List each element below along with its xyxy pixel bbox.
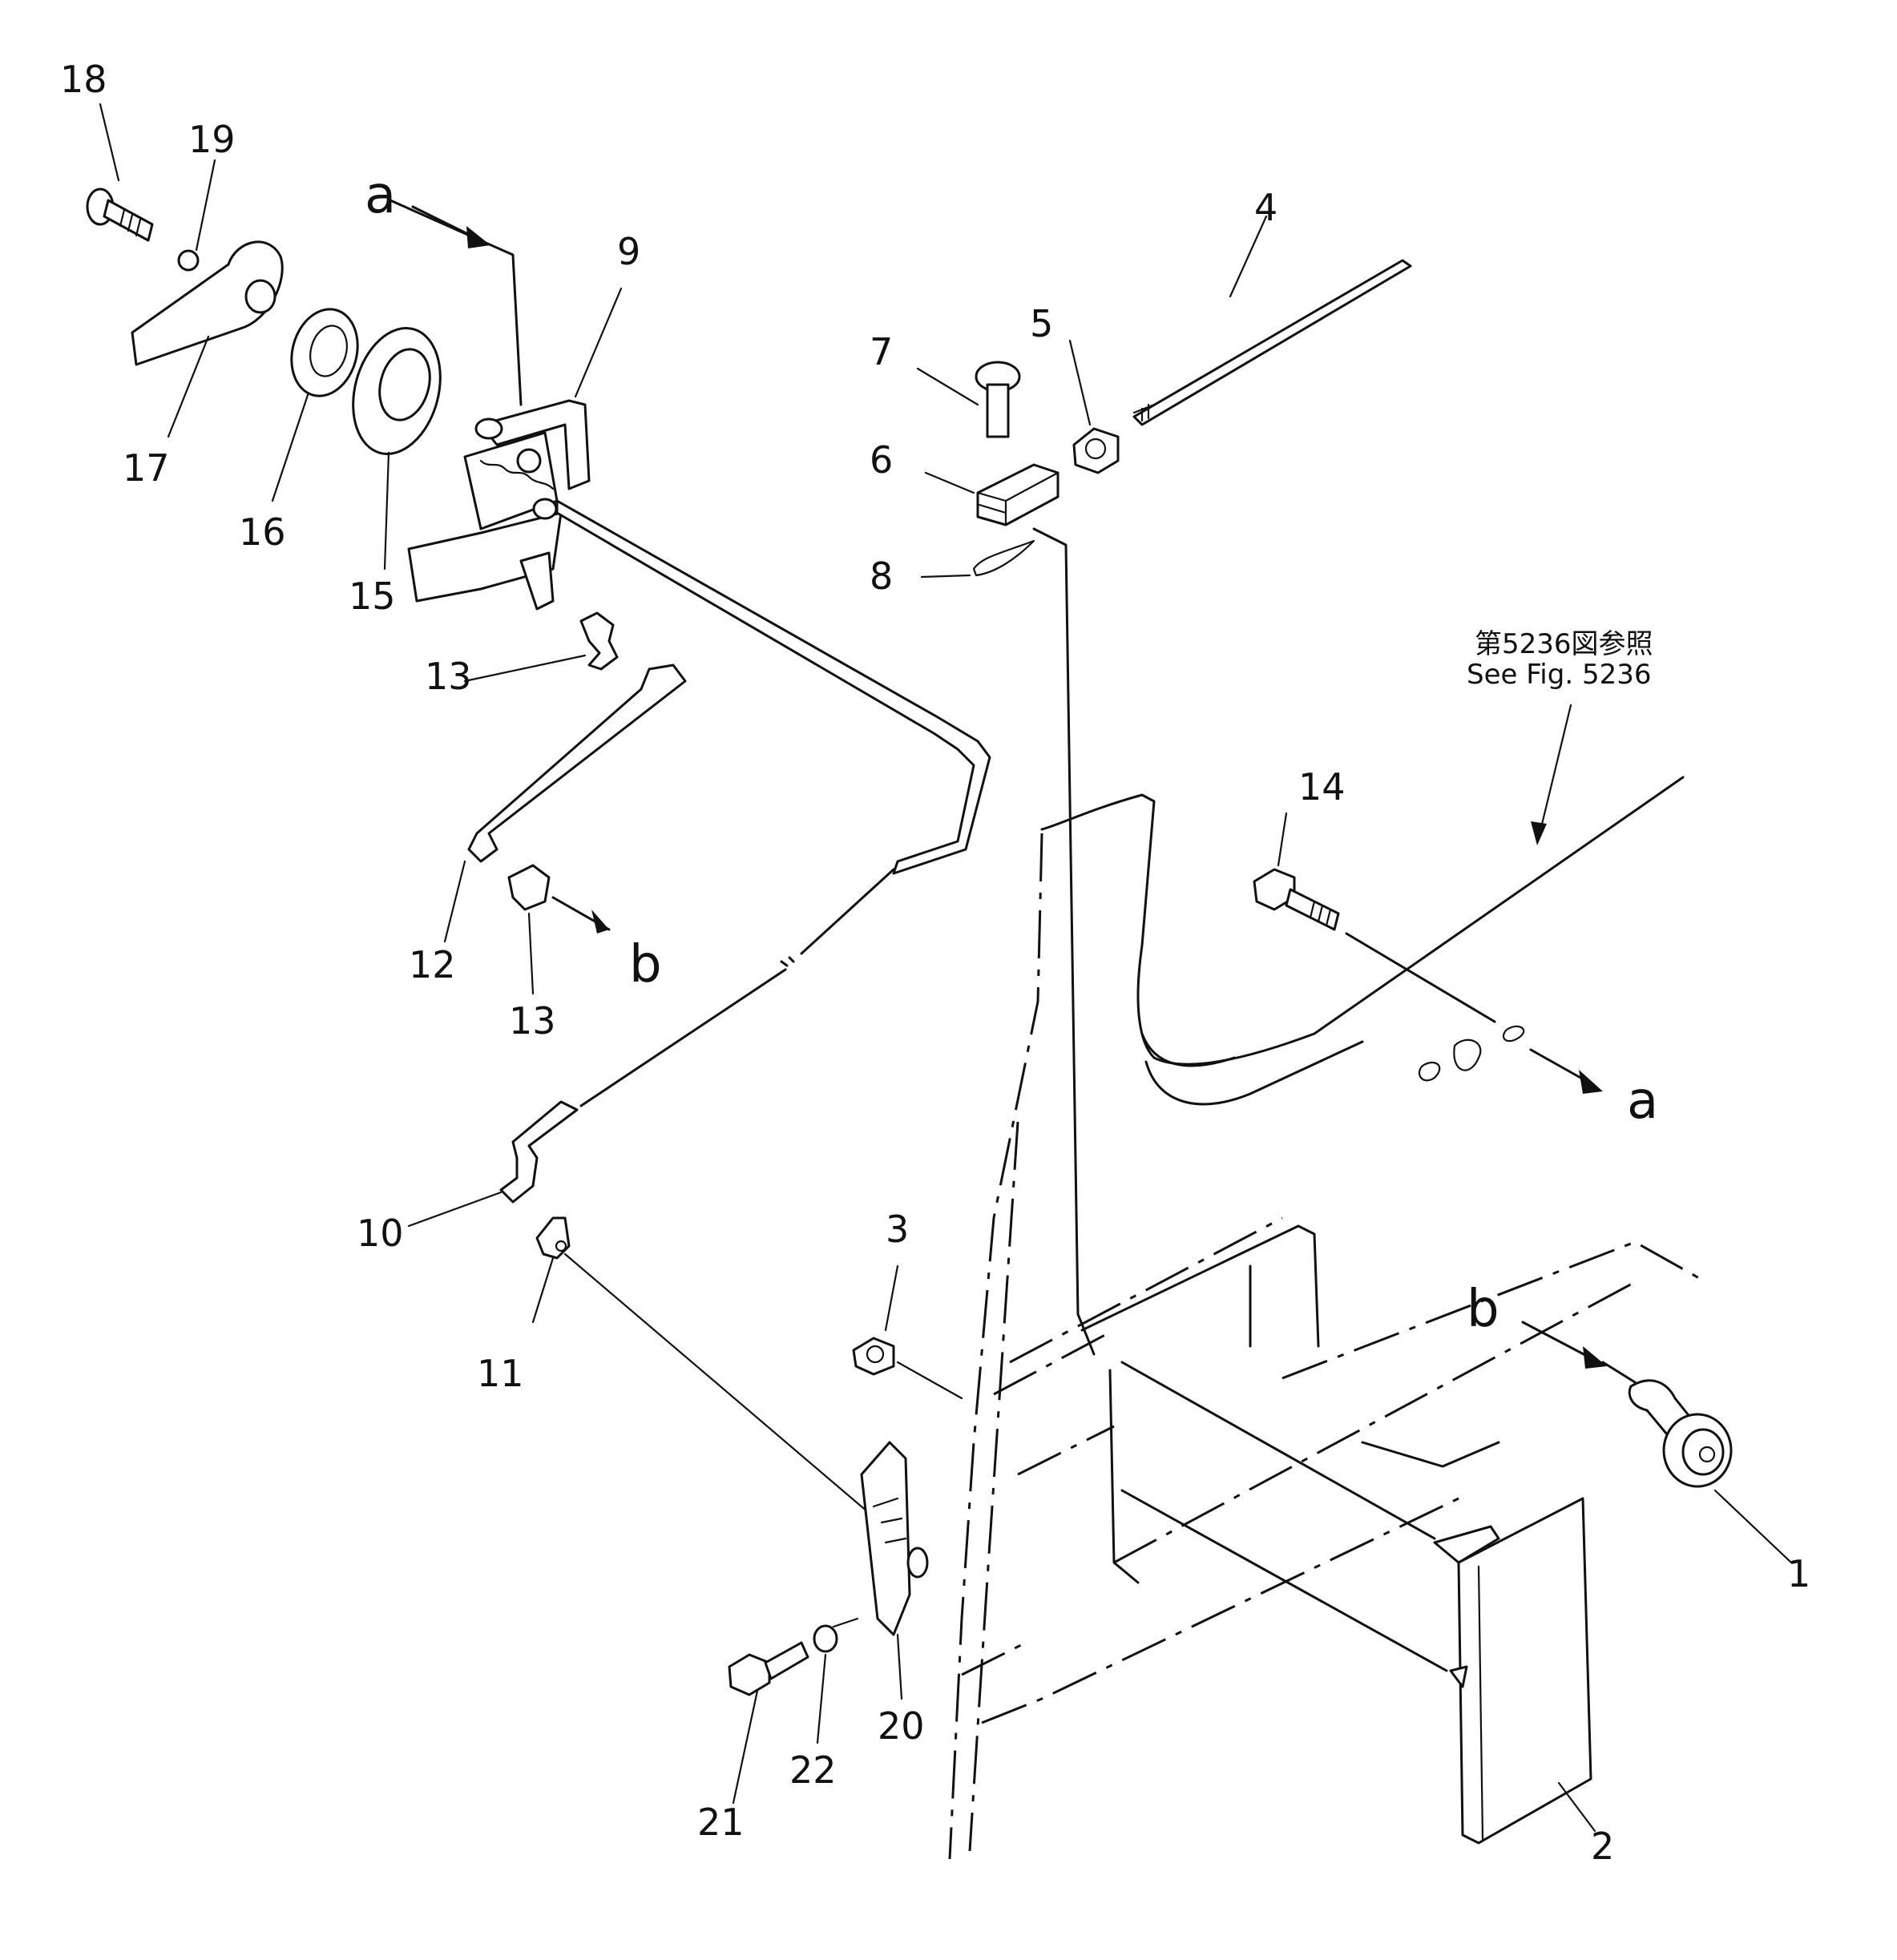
callout-2: 2 [1591,1825,1614,1868]
part-21-bolt [728,1641,809,1805]
part-15-cup [352,327,442,571]
reference-jp: 第5236図参照 [1475,628,1653,660]
part-17-handle [131,240,284,438]
callout-1: 1 [1787,1552,1810,1595]
callout-12: 12 [409,943,456,986]
b-arrow-right [1521,1321,1607,1369]
part-10-rod [407,499,991,1228]
callout-13a: 13 [425,655,472,698]
part-3-nut [852,1264,963,1400]
callout-7: 7 [870,330,893,373]
callout-14: 14 [1298,765,1346,809]
part-20-latch-striker [860,1441,929,1700]
callout-15: 15 [349,575,396,618]
part-22-washer [813,1617,859,1744]
part-5-nut [1068,339,1120,474]
callout-11: 11 [477,1352,524,1395]
a-arrow-top [411,205,490,248]
cover-box [961,1224,1700,1724]
part-14-bolt [1253,812,1603,1094]
callout-4: 4 [1254,186,1277,229]
part-2-plate [1433,1497,1596,1845]
part-12-rod [443,663,687,943]
part-9-latch [389,199,623,611]
part-8-clip [920,539,1035,579]
view-mark-b-mid: b [629,935,662,994]
part-6-block [924,463,1096,1356]
callout-labels: 1 2 3 4 5 6 7 8 9 10 11 12 13 13 14 15 1… [60,58,1810,1868]
part-7-pin [916,361,1021,438]
view-mark-b-right: b [1467,1280,1499,1339]
callout-18: 18 [60,58,107,101]
callout-16: 16 [239,510,286,554]
reference-en: See Fig. 5236 [1467,659,1651,691]
callout-13b: 13 [509,999,556,1043]
callout-3: 3 [886,1208,909,1251]
callout-9: 9 [617,230,640,273]
part-16-washer [271,308,359,502]
view-mark-a-top: a [365,166,396,225]
callout-8: 8 [870,555,893,598]
reference-pointer [1531,704,1572,845]
callout-21: 21 [697,1801,745,1844]
part-18-screw [86,103,154,242]
callout-6: 6 [870,438,893,482]
callout-5: 5 [1030,302,1053,345]
view-mark-a-right: a [1627,1071,1658,1131]
callout-17: 17 [123,446,170,490]
part-13-clip-lower [507,864,611,995]
callout-19: 19 [188,118,236,161]
part-11-clamp [531,1216,891,1532]
view-letters: a b a b [365,166,1658,1339]
side-panel-outline [948,776,1685,1860]
reference-note: 第5236図参照 See Fig. 5236 [1467,628,1653,691]
callout-22: 22 [789,1748,837,1792]
part-13-clip-upper [463,611,619,683]
callout-10: 10 [357,1212,404,1255]
part-19-washer [177,159,216,272]
part-1-knob [1601,1361,1793,1564]
part-4-rod [1132,215,1412,426]
callout-20: 20 [878,1704,925,1748]
